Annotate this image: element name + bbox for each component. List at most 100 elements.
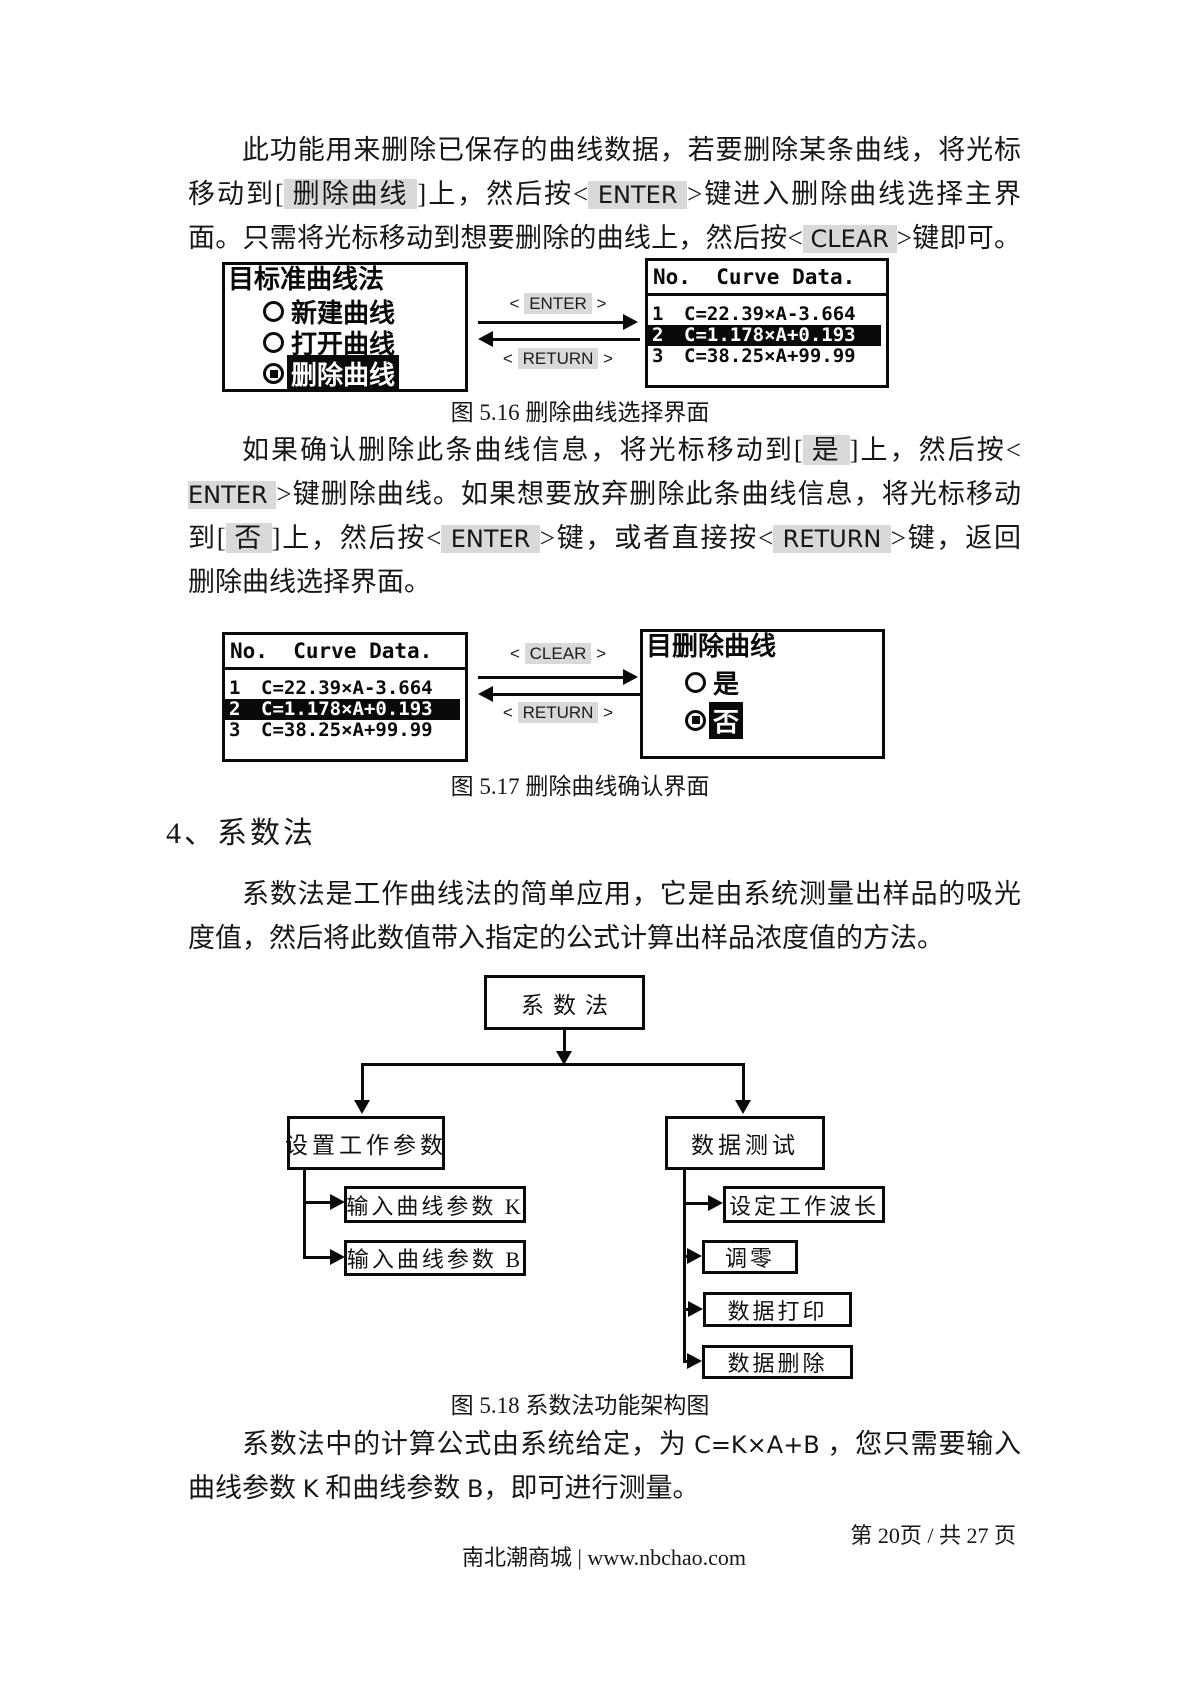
flowchart-print-box: 数据打印: [703, 1292, 852, 1327]
return-key-label: < RETURN >: [472, 347, 644, 371]
curve-row: 3 C=38.25×A+99.99: [225, 720, 460, 741]
lcd-menu-item-label: 删除曲线: [287, 355, 400, 392]
curve-formula: C=38.25×A+99.99: [684, 345, 856, 367]
arrow-right-head: [687, 1248, 702, 1264]
curve-formula: C=1.178×A+0.193: [261, 698, 433, 720]
paragraph-line: 移动到[ 删除曲线 ]上，然后按< ENTER >键进入删除曲线选择主界: [188, 179, 1022, 209]
curve-no: 1: [229, 677, 241, 699]
arrow-right-line: [478, 321, 624, 324]
paragraph-4: 系数法中的计算公式由系统给定，为 C=K×A+B ，您只需要输入 曲线参数 K …: [188, 1422, 1021, 1510]
connector: [683, 1202, 708, 1205]
lcd-menu-item-label: 是: [713, 669, 740, 700]
connector: [303, 1201, 330, 1204]
flowchart-box-label: 数据删除: [727, 1351, 828, 1376]
lcd-menu-item: 打开曲线: [263, 327, 465, 360]
paragraph-3: 系数法是工作曲线法的简单应用，它是由系统测量出样品的吸光 度值，然后将此数值带入…: [188, 872, 1021, 960]
arrow-right-head: [623, 314, 638, 330]
paragraph-line: 到[ 否 ]上，然后按< ENTER >键，或者直接按< RETURN >键，返…: [188, 523, 1022, 553]
figure-caption-5-17: 图 5.17 删除曲线确认界面: [450, 774, 710, 799]
angle-open: <: [502, 349, 513, 368]
key-name: CLEAR: [524, 643, 592, 664]
curve-formula: C=1.178×A+0.193: [684, 324, 856, 346]
lcd-curve-list: No. Curve Data. 1 C=22.39×A-3.664 2 C=1.…: [645, 258, 889, 388]
flowchart-box-label: 数据测试: [691, 1133, 799, 1158]
curve-row: 1 C=22.39×A-3.664: [648, 304, 881, 325]
lcd-curve-list: No. Curve Data. 1 C=22.39×A-3.664 2 C=1.…: [222, 632, 468, 762]
angle-open: <: [509, 644, 520, 663]
flowchart-input-k-box: 输入曲线参数 K: [344, 1186, 526, 1223]
curve-formula: C=38.25×A+99.99: [261, 719, 433, 741]
lcd-menu-item-label: 新建曲线: [291, 299, 396, 329]
curve-list-header: No. Curve Data.: [230, 639, 433, 663]
flowchart-delete-box: 数据删除: [702, 1345, 853, 1379]
connector: [683, 1360, 688, 1363]
paragraph-line: 删除曲线选择界面。: [188, 567, 431, 597]
curve-row: 1 C=22.39×A-3.664: [225, 678, 460, 699]
connector: [303, 1170, 306, 1259]
flowchart-box-label: 调零: [724, 1246, 775, 1271]
lcd-menu-item: 新建曲线: [263, 296, 465, 329]
page-number: 第 20页 / 共 27 页: [850, 1523, 1016, 1548]
key-name: RETURN: [517, 702, 599, 723]
radio-unselected-icon: [263, 332, 284, 353]
paragraph-line: 曲线参数 K 和曲线参数 B，即可进行测量。: [188, 1473, 700, 1503]
arrow-left-line: [493, 338, 640, 341]
lcd-menu-title: 目删除曲线: [646, 632, 777, 662]
curve-list-header: No. Curve Data.: [653, 265, 856, 289]
paragraph-line: 此功能用来删除已保存的曲线数据，若要删除某条曲线，将光标: [242, 135, 1021, 165]
paragraph-line: 系数法是工作曲线法的简单应用，它是由系统测量出样品的吸光: [242, 879, 1021, 909]
arrow-right-head: [708, 1195, 723, 1211]
flowchart-wavelength-box: 设定工作波长: [723, 1186, 885, 1223]
flowchart-zero-box: 调零: [702, 1240, 798, 1274]
curve-no: 3: [652, 345, 664, 367]
flowchart-box-label: 数据打印: [727, 1298, 828, 1324]
key-name: ENTER: [524, 293, 592, 314]
figure-caption-5-16: 图 5.16 删除曲线选择界面: [450, 400, 710, 425]
curve-row-selected: 2 C=1.178×A+0.193: [648, 325, 881, 346]
enter-key-label: < ENTER >: [472, 292, 644, 316]
flowchart-data-test-box: 数据测试: [665, 1116, 825, 1170]
flowchart-box-label: 系数法: [521, 992, 617, 1018]
arrow-right-head: [330, 1249, 345, 1265]
arrow-left-head: [478, 686, 493, 702]
flowchart-root-box: 系数法: [484, 975, 645, 1030]
connector: [362, 1063, 744, 1066]
flowchart-box-label: 输入曲线参数 K: [346, 1193, 524, 1219]
angle-close: >: [603, 349, 614, 368]
lcd-delete-confirm: 目删除曲线 是 否: [640, 629, 885, 759]
connector: [742, 1063, 745, 1101]
radio-selected-icon: [263, 363, 284, 384]
divider: [648, 293, 886, 296]
paragraph-line: 度值，然后将此数值带入指定的公式计算出样品浓度值的方法。: [188, 923, 944, 953]
radio-unselected-icon: [685, 671, 706, 693]
divider: [225, 667, 465, 670]
radio-unselected-icon: [263, 301, 284, 322]
radio-selected-icon: [685, 709, 706, 731]
site-watermark: 南北潮商城 | www.nbchao.com: [462, 1545, 747, 1570]
angle-open: <: [502, 703, 513, 722]
paragraph-line: 如果确认删除此条曲线信息，将光标移动到[ 是 ]上，然后按<: [242, 435, 1022, 465]
clear-key-label: < CLEAR >: [472, 642, 644, 666]
angle-close: >: [596, 294, 607, 313]
curve-row-selected: 2 C=1.178×A+0.193: [225, 699, 460, 720]
angle-close: >: [603, 703, 614, 722]
lcd-menu-item-label: 否: [709, 701, 744, 739]
lcd-standard-curve-menu: 目标准曲线法 新建曲线 打开曲线 删除曲线: [222, 262, 468, 392]
curve-no: 1: [652, 303, 664, 325]
curve-no: 2: [229, 698, 241, 720]
paragraph-line: 系数法中的计算公式由系统给定，为 C=K×A+B ，您只需要输入: [242, 1429, 1022, 1459]
curve-formula: C=22.39×A-3.664: [261, 677, 433, 699]
lcd-menu-title: 目标准曲线法: [228, 265, 385, 295]
arrow-right-head: [623, 669, 638, 685]
paragraph-line: ENTER >键删除曲线。如果想要放弃删除此条曲线信息，将光标移动: [188, 479, 1021, 509]
connector: [563, 1029, 566, 1052]
return-key-label: < RETURN >: [472, 701, 644, 725]
key-name: RETURN: [517, 348, 599, 369]
connector: [361, 1063, 364, 1101]
flowchart-box-label: 设定工作波长: [728, 1193, 879, 1219]
connector: [683, 1308, 688, 1311]
paragraph-2: 如果确认删除此条曲线信息，将光标移动到[ 是 ]上，然后按< ENTER >键删…: [188, 428, 1021, 604]
arrow-down-head: [556, 1051, 572, 1065]
angle-close: >: [596, 644, 607, 663]
